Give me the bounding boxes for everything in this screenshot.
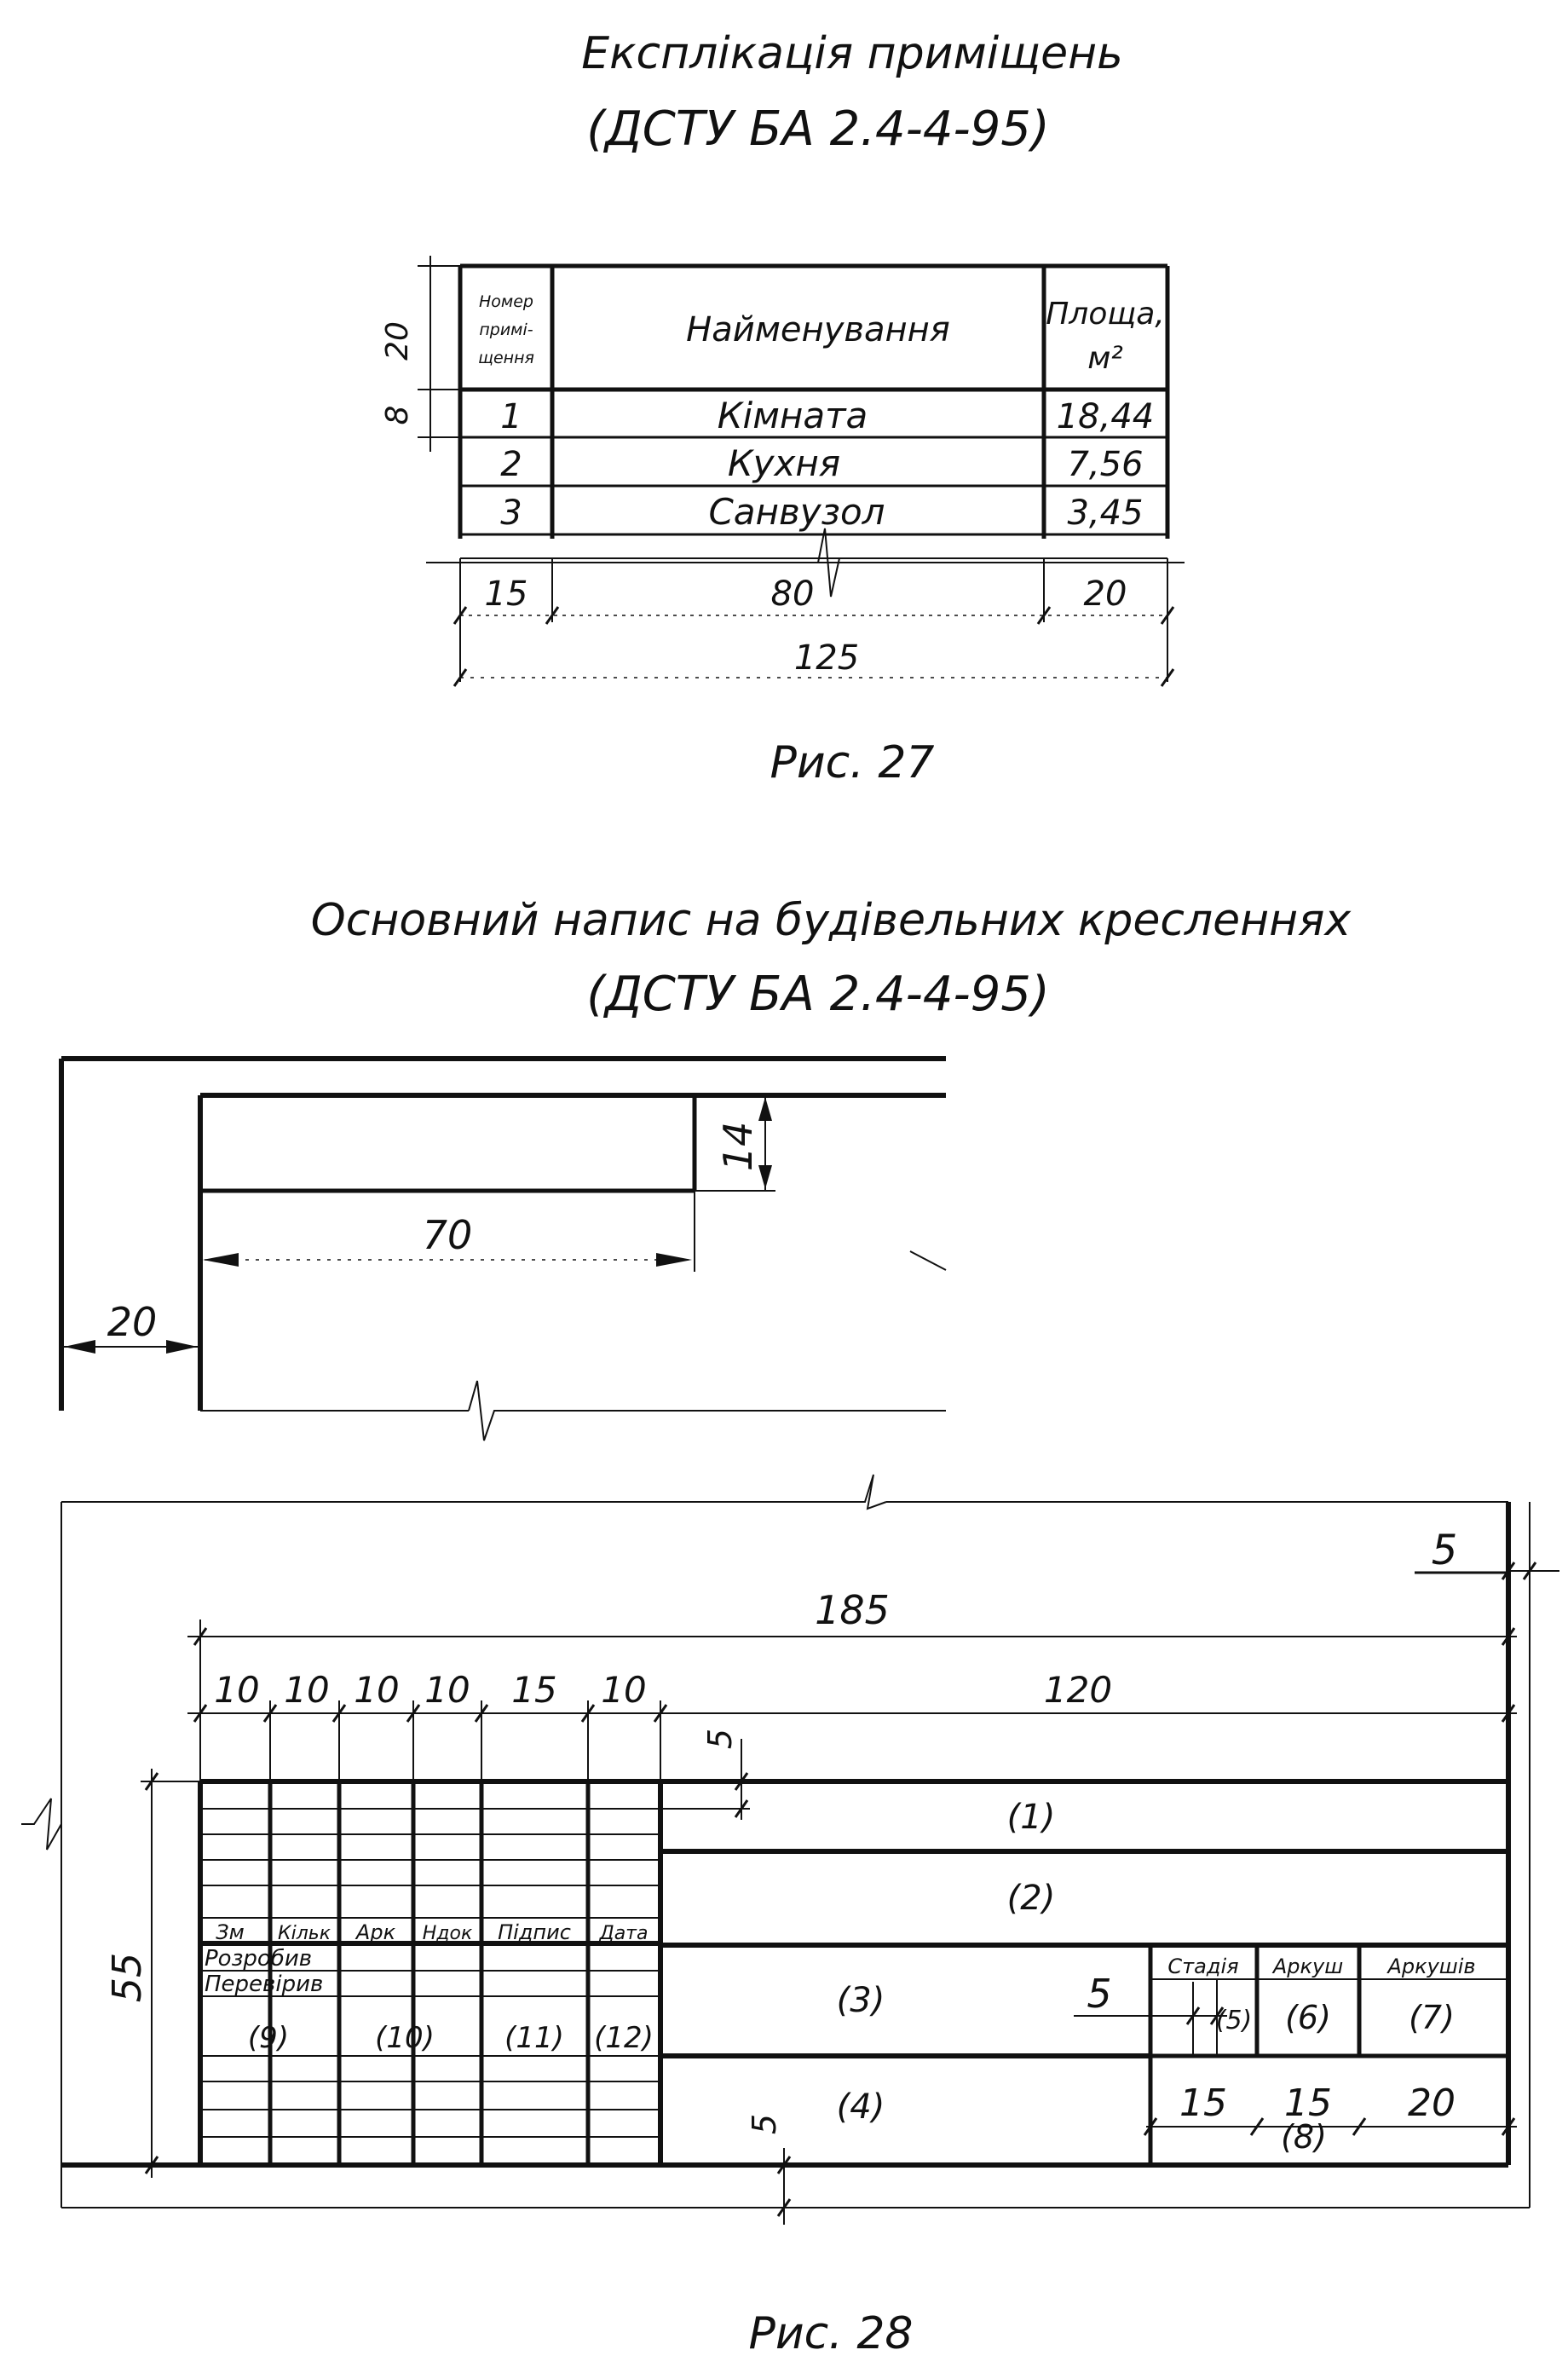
field-8: (8) bbox=[1281, 2118, 1327, 2156]
row3-area: 3,45 bbox=[1067, 494, 1143, 533]
dim-top-5: 5 bbox=[1432, 1527, 1458, 1574]
dim-20: 20 bbox=[107, 1299, 158, 1345]
header-arkush: Аркуш bbox=[1271, 1954, 1343, 1978]
dim-col3: 20 bbox=[1084, 574, 1127, 614]
row2-num: 2 bbox=[500, 445, 522, 484]
fig27-caption: Рис. 27 bbox=[770, 737, 935, 788]
dim-col-pidpys: 15 bbox=[511, 1669, 556, 1711]
row1-area: 18,44 bbox=[1057, 397, 1155, 436]
row2-name: Кухня bbox=[728, 442, 840, 484]
col-header-ark: Арк bbox=[355, 1920, 396, 1944]
fig27-title-line2: (ДСТУ БА 2.4-4-95) bbox=[586, 101, 1050, 157]
row3-name: Санвузол bbox=[708, 491, 885, 533]
dim-col-zm: 10 bbox=[214, 1669, 259, 1711]
field-2: (2) bbox=[1007, 1879, 1056, 1918]
fig28-caption: Рис. 28 bbox=[749, 2308, 914, 2359]
header-stadia: Стадія bbox=[1167, 1954, 1238, 1978]
col-header-ndok: Ндок bbox=[423, 1923, 473, 1944]
field-9: (9) bbox=[248, 2021, 289, 2055]
fig27-title: Експлікація приміщень (ДСТУ БА 2.4-4-95) bbox=[581, 28, 1123, 157]
fig27-title-line1: Експлікація приміщень bbox=[581, 28, 1123, 79]
dim-row-height: 8 bbox=[380, 406, 415, 425]
row2-area: 7,56 bbox=[1067, 445, 1143, 484]
field-11: (11) bbox=[504, 2021, 564, 2055]
header-number-line1: Номер bbox=[479, 292, 533, 311]
header-area-line2: м² bbox=[1087, 341, 1123, 376]
header-arkushiv: Аркушів bbox=[1386, 1954, 1475, 1978]
header-number-line3: щення bbox=[478, 349, 534, 367]
fig28-title-line1: Основний напис на будівельних кресленнях bbox=[311, 895, 1352, 946]
col-header-zm: Зм bbox=[216, 1920, 245, 1944]
row-rozrobyv: Розробив bbox=[205, 1946, 312, 1972]
dim-col1: 15 bbox=[485, 574, 528, 614]
row3-num: 3 bbox=[500, 494, 522, 533]
header-name: Найменування bbox=[686, 310, 950, 349]
dim-bottom-15a: 15 bbox=[1179, 2081, 1227, 2125]
field-4: (4) bbox=[837, 2087, 885, 2127]
dim-row-5: 5 bbox=[701, 1729, 739, 1749]
dim-bottom-5: 5 bbox=[746, 2114, 783, 2134]
dim-col2: 80 bbox=[771, 574, 815, 614]
dim-bottom-15b: 15 bbox=[1284, 2081, 1332, 2125]
row-perevir: Перевірив bbox=[205, 1972, 323, 1997]
dim-col-data: 10 bbox=[601, 1669, 646, 1711]
header-area-line1: Площа, bbox=[1046, 297, 1165, 332]
title-block-dimensions: 185 5 10 10 10 10 15 10 120 bbox=[104, 1527, 1559, 2225]
dim-col-kilk: 10 bbox=[284, 1669, 329, 1711]
row1-num: 1 bbox=[500, 397, 522, 436]
dim-total: 125 bbox=[794, 638, 859, 678]
field-1: (1) bbox=[1007, 1798, 1056, 1837]
frame-corner-fragment: 14 70 20 bbox=[59, 1056, 947, 1441]
fig28-title: Основний напис на будівельних кресленнях… bbox=[311, 895, 1352, 1022]
dim-70: 70 bbox=[423, 1212, 473, 1258]
dim-120: 120 bbox=[1044, 1669, 1112, 1711]
fig28-title-line2: (ДСТУ БА 2.4-4-95) bbox=[586, 967, 1050, 1022]
field-12: (12) bbox=[594, 2021, 654, 2055]
header-number-line2: примі- bbox=[479, 320, 533, 339]
dim-header-height: 20 bbox=[380, 321, 415, 361]
dim-col-ndok: 10 bbox=[424, 1669, 470, 1711]
field-7: (7) bbox=[1409, 1999, 1455, 2036]
field-10: (10) bbox=[375, 2021, 435, 2055]
col-header-kilk: Кільк bbox=[278, 1923, 331, 1944]
dim-55: 55 bbox=[104, 1953, 150, 2003]
dim-185: 185 bbox=[815, 1587, 890, 1633]
field-6: (6) bbox=[1285, 1999, 1331, 2036]
fig27-dimensions: 20 8 15 80 20 125 bbox=[380, 256, 1185, 687]
col-header-pidpys: Підпис bbox=[498, 1920, 571, 1944]
dim-bottom-20: 20 bbox=[1408, 2081, 1456, 2125]
explication-table: Номер примі- щення Найменування Площа, м… bbox=[458, 263, 1170, 559]
field-3: (3) bbox=[837, 1981, 885, 2020]
dim-14: 14 bbox=[715, 1122, 761, 1172]
dim-col-ark: 10 bbox=[354, 1669, 399, 1711]
title-block: Зм Кільк Арк Ндок Підпис Дата Розробив П… bbox=[21, 1474, 1531, 2208]
row1-name: Кімната bbox=[718, 395, 868, 436]
col-header-data: Дата bbox=[599, 1923, 649, 1944]
dim-stage-5: 5 bbox=[1087, 1971, 1111, 2017]
